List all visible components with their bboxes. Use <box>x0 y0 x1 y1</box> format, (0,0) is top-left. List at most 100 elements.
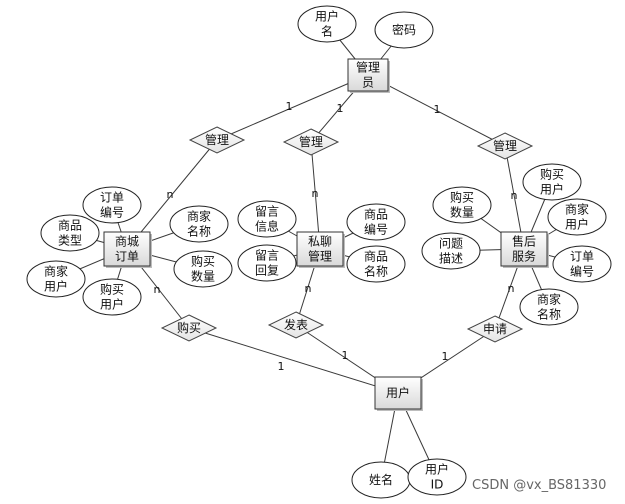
relationship-r-chat-label: 管理 <box>299 134 323 149</box>
attribute-ellipse <box>169 205 229 243</box>
attribute-o-mname-label: 商家 <box>187 209 211 224</box>
attribute-ellipse <box>346 203 406 241</box>
attribute-o-type-label: 类型 <box>58 234 82 248</box>
attribute-s-muser-label: 商家 <box>565 202 589 217</box>
attribute-ellipse <box>519 288 579 326</box>
entity-box <box>347 58 389 92</box>
entity-order-label: 商城 <box>115 234 139 249</box>
cardinality-c11: 1 <box>342 349 349 362</box>
edge-r_chat-chat <box>310 141 321 250</box>
relationship-r-post-label: 发表 <box>284 317 308 332</box>
attribute-s-qty-label: 购买 <box>450 190 474 205</box>
attribute-c-msg-label: 留言 <box>255 205 279 219</box>
attribute-s-buyer-label: 购买 <box>540 167 564 182</box>
attribute-s-muser-label: 用户 <box>565 217 589 232</box>
attribute-c-gno-label: 编号 <box>364 222 388 237</box>
attribute-ellipse <box>173 250 233 288</box>
entity-chat-label: 私聊 <box>308 235 332 249</box>
relationship-diamond <box>282 128 340 156</box>
attribute-ellipse <box>237 200 297 238</box>
attribute-a-pwd-label: 密码 <box>392 22 416 37</box>
entity-chat-label: 管理 <box>308 249 332 264</box>
relationship-r-order-label: 管理 <box>205 132 229 147</box>
attribute-a-username: 用户名 <box>297 5 357 43</box>
edge-admin-r_order <box>216 74 369 141</box>
relationship-r-apply: 申请 <box>466 315 524 343</box>
attribute-c-msg-label: 信息 <box>255 219 279 234</box>
cardinality-c3: 1 <box>434 103 441 116</box>
relationship-r-buy-label: 购买 <box>177 320 201 335</box>
cardinality-c4: n <box>167 188 174 201</box>
cardinality-c6: n <box>511 189 518 202</box>
attribute-a-username-label: 名 <box>321 24 333 39</box>
attribute-s-qty-label: 数量 <box>450 205 474 220</box>
attribute-c-reply-label: 留言 <box>255 249 279 263</box>
attribute-o-type-label: 商品 <box>58 218 82 233</box>
entity-box <box>500 231 548 267</box>
edge-admin-r_after <box>367 74 506 147</box>
attribute-s-mname-label: 商家 <box>537 292 561 307</box>
attribute-o-buyer-label: 购买 <box>100 282 124 297</box>
attribute-s-ono-label: 订单 <box>570 250 594 264</box>
attribute-o-mname-label: 名称 <box>187 224 211 239</box>
attribute-ellipse <box>237 244 297 282</box>
entity-after-label: 售后 <box>512 234 536 249</box>
edge-r_order-order <box>126 139 218 250</box>
attribute-o-muser-label: 用户 <box>44 279 68 294</box>
attribute-u-name-label: 姓名 <box>369 472 393 487</box>
attribute-s-mname-label: 名称 <box>537 307 561 322</box>
entity-admin-label: 员 <box>362 76 374 90</box>
edge-r_buy-user <box>188 327 399 394</box>
entity-box <box>103 231 151 267</box>
attribute-s-ono-label: 编号 <box>570 264 594 279</box>
entity-after-label: 服务 <box>512 249 536 264</box>
relationship-diamond <box>466 315 524 343</box>
cardinality-c9: n <box>508 282 515 295</box>
cardinality-c1: 1 <box>286 100 293 113</box>
attribute-c-gname-label: 商品 <box>364 249 388 264</box>
attribute-a-username-label: 用户 <box>315 9 339 24</box>
attribute-c-gno-label: 商品 <box>364 207 388 222</box>
relationship-r-order: 管理 <box>188 126 246 154</box>
entity-box <box>374 376 422 410</box>
attribute-ellipse <box>82 278 142 316</box>
relationship-r-after: 管理 <box>476 132 534 160</box>
attribute-ellipse <box>522 163 582 201</box>
relationship-diamond <box>267 311 325 339</box>
entity-user: 用户 <box>374 376 423 411</box>
diagram-nodes: 用户名密码订单编号商品类型商家名称商家用户购买用户购买数量留言信息留言回复商品编… <box>26 5 612 499</box>
attribute-o-qty-label: 购买 <box>191 254 215 269</box>
entity-admin: 管理员 <box>347 58 390 93</box>
attribute-o-muser-label: 商家 <box>44 264 68 279</box>
attribute-o-no-label: 编号 <box>100 205 124 220</box>
cardinality-c7: n <box>154 283 161 296</box>
entity-box <box>296 231 344 267</box>
entity-user-label: 用户 <box>386 385 410 400</box>
watermark: CSDN @vx_BS81330 <box>472 478 607 493</box>
relationship-diamond <box>476 132 534 160</box>
attribute-ellipse <box>374 11 434 49</box>
attribute-o-no-label: 订单 <box>100 191 124 205</box>
entity-order-label: 订单 <box>115 250 139 264</box>
relationship-diamond <box>160 314 218 342</box>
attribute-u-name: 姓名 <box>351 461 411 499</box>
cardinality-c5: n <box>312 187 319 200</box>
relationship-diamond <box>188 126 246 154</box>
cardinality-c2: 1 <box>337 102 344 115</box>
attribute-ellipse <box>547 198 607 236</box>
attribute-ellipse <box>552 245 612 283</box>
attribute-ellipse <box>40 214 100 252</box>
attribute-ellipse <box>421 232 481 270</box>
